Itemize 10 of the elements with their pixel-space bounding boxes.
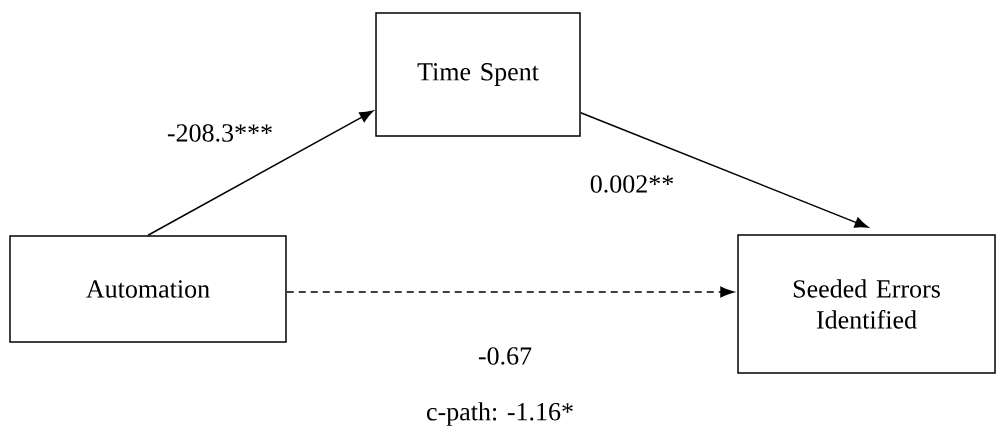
- process-box: Seeded Errors Identified: [737, 234, 996, 374]
- arrow: [286, 286, 734, 298]
- note-text: c-path: -1.16*: [427, 402, 573, 426]
- process-box: Time Spent: [375, 12, 581, 137]
- edge-label: -0.67: [475, 345, 535, 367]
- process-box: Automation: [9, 235, 287, 343]
- edge-label: -208.3***: [164, 122, 276, 144]
- arrow: [147, 110, 374, 236]
- arrow: [580, 112, 869, 228]
- edge-label: 0.002**: [587, 173, 677, 195]
